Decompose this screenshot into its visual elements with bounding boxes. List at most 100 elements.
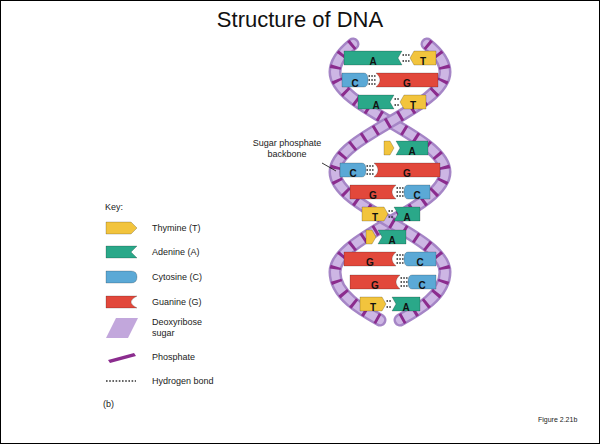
bond-dots xyxy=(401,281,408,283)
bond-dots xyxy=(387,306,392,308)
hidden-base xyxy=(366,230,376,244)
legend-text: Deoxyribose sugar xyxy=(152,317,208,339)
base-piece: T xyxy=(410,51,436,65)
bond-dots xyxy=(403,54,410,56)
base-piece: G xyxy=(376,73,438,87)
hydrogen-bond xyxy=(387,301,392,307)
swatch-shape xyxy=(106,318,138,338)
deoxyribose-band xyxy=(335,44,445,320)
base-piece: C xyxy=(340,163,366,177)
base-letter: A xyxy=(369,55,376,69)
bond-dots xyxy=(397,187,404,189)
hydrogen-bond xyxy=(367,166,374,174)
callout-label: Sugar phosphate backbone xyxy=(246,138,328,160)
base-piece: C xyxy=(404,252,436,266)
base-letter: G xyxy=(369,189,377,203)
base-piece: T xyxy=(360,297,386,311)
backbone-back xyxy=(335,44,445,320)
legend-swatch xyxy=(106,269,138,285)
swatch-shape xyxy=(106,296,137,308)
base-piece: C xyxy=(342,73,368,87)
hydrogen-bond xyxy=(369,76,376,84)
base-letter: A xyxy=(403,211,410,225)
legend-text: Cytosine (C) xyxy=(152,272,232,283)
base-letter: C xyxy=(416,256,423,270)
base-piece: A xyxy=(358,95,394,109)
swatch-shape xyxy=(106,271,137,283)
bond-dots xyxy=(389,216,394,218)
base-letter: T xyxy=(370,301,376,315)
slide-title: Structure of DNA xyxy=(0,7,600,33)
deoxyribose-band xyxy=(335,44,445,320)
bond-dots xyxy=(389,210,394,212)
base-piece: G xyxy=(350,275,400,289)
hidden-base xyxy=(384,141,394,155)
legend-swatch xyxy=(106,349,138,365)
base-letter: A xyxy=(372,99,379,113)
base-letter: G xyxy=(366,256,374,270)
swatch-shape xyxy=(106,246,137,258)
hydrogen-bond xyxy=(389,211,394,217)
panel-letter: (b) xyxy=(103,399,143,410)
phosphate-marks xyxy=(335,44,445,320)
base-letter: G xyxy=(403,167,411,181)
bond-dots xyxy=(369,79,376,81)
base-letter: T xyxy=(410,99,416,113)
base-letter: T xyxy=(420,55,426,69)
base-letter: G xyxy=(403,77,411,91)
leader-line xyxy=(322,163,336,171)
swatch-line xyxy=(106,380,136,382)
base-piece: G xyxy=(344,252,396,266)
bond-dots xyxy=(367,165,374,167)
base-piece: G xyxy=(350,185,396,199)
bond-dots xyxy=(395,98,400,100)
base-letter: G xyxy=(371,279,379,293)
bond-dots xyxy=(403,60,410,62)
hydrogen-bond xyxy=(403,55,410,61)
legend-swatch xyxy=(106,316,138,340)
bond-dots xyxy=(397,262,404,264)
bond-dots xyxy=(397,258,404,260)
base-piece: A xyxy=(392,297,420,311)
base-piece: A xyxy=(378,230,406,244)
base-piece: A xyxy=(396,141,428,155)
bond-dots xyxy=(367,169,374,171)
backbone-ribbon xyxy=(335,44,445,320)
bond-dots xyxy=(369,75,376,77)
backbone-front xyxy=(335,44,445,320)
swatch-shape xyxy=(108,353,136,363)
base-piece: T xyxy=(400,95,426,109)
base-letter: A xyxy=(402,301,409,315)
legend-text: Thymine (T) xyxy=(152,223,232,234)
bond-dots xyxy=(387,300,392,302)
bond-dots xyxy=(367,173,374,175)
base-letter: C xyxy=(418,279,425,293)
legend-text: Guanine (G) xyxy=(152,297,232,308)
phosphate-marks xyxy=(335,44,445,320)
bond-dots xyxy=(397,191,404,193)
base-letter: T xyxy=(372,211,378,225)
legend-swatch xyxy=(106,294,138,310)
legend-swatch xyxy=(106,244,138,260)
bond-dots xyxy=(397,195,404,197)
hydrogen-bond xyxy=(397,255,404,263)
base-letter: C xyxy=(351,77,358,91)
hydrogen-bond xyxy=(397,188,404,196)
bond-dots xyxy=(369,83,376,85)
bond-dots xyxy=(401,285,408,287)
legend-swatch xyxy=(106,373,138,389)
hydrogen-bond xyxy=(401,278,408,286)
legend-text: Phosphate xyxy=(152,352,232,363)
swatch-shape xyxy=(106,222,137,234)
hydrogen-bond xyxy=(395,99,400,105)
base-letter: A xyxy=(408,145,415,159)
figure-number: Figure 2.21b xyxy=(538,416,594,424)
legend-text: Adenine (A) xyxy=(152,247,232,258)
base-letter: C xyxy=(413,189,420,203)
base-letter: A xyxy=(388,234,395,248)
base-piece: C xyxy=(408,275,436,289)
base-letter: C xyxy=(349,167,356,181)
